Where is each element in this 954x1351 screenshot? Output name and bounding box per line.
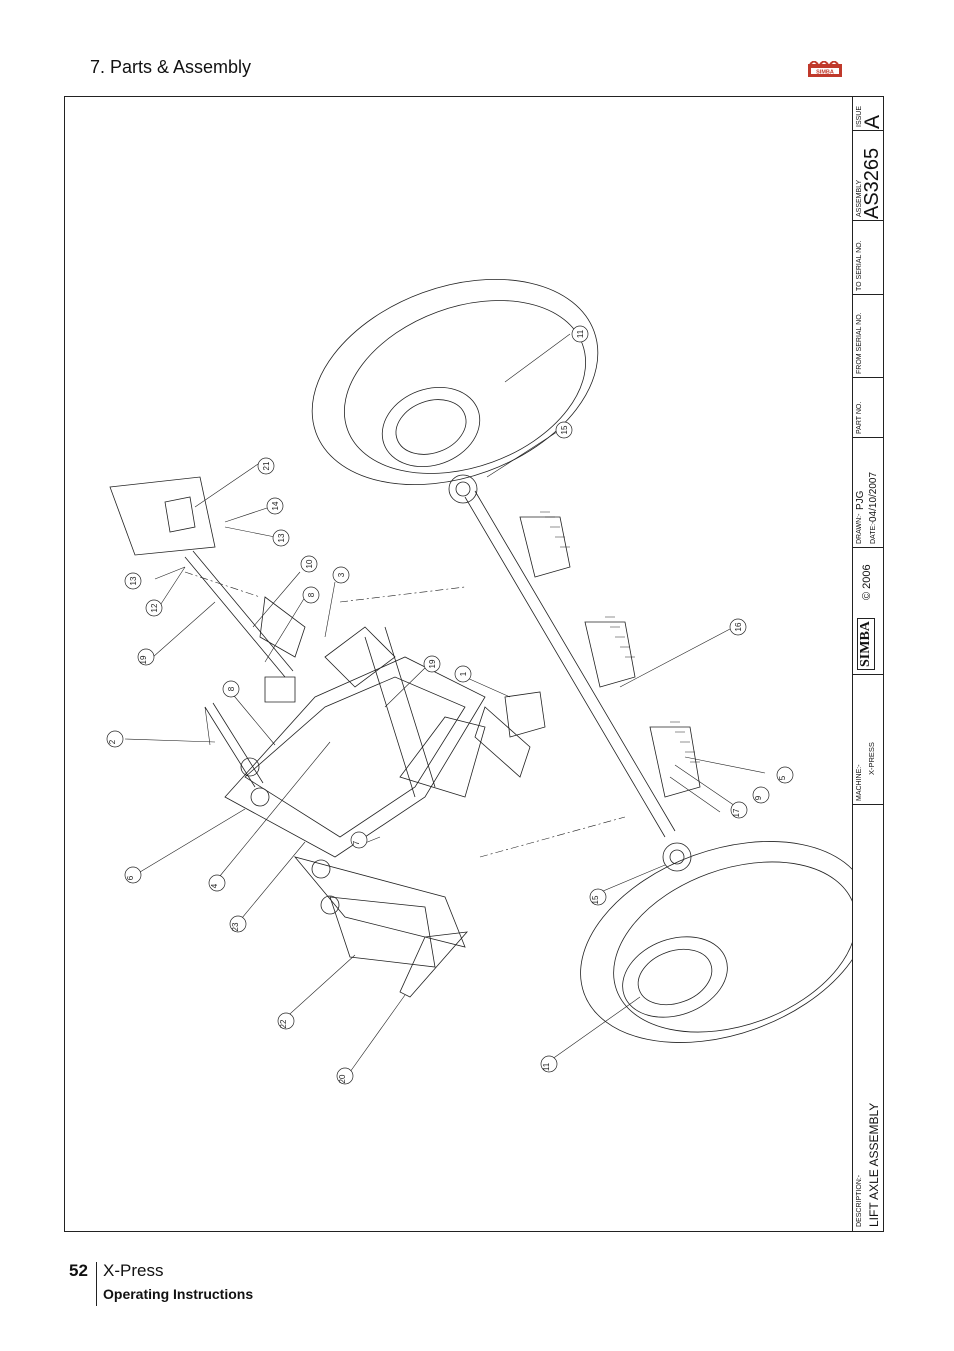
to-serial-label: TO SERIAL NO. [856,240,863,291]
svg-text:19: 19 [428,659,437,668]
callout-6: 6 [124,866,142,884]
svg-text:3: 3 [337,572,346,577]
svg-text:2: 2 [108,739,117,744]
svg-text:15: 15 [560,425,569,434]
svg-text:1: 1 [459,671,468,676]
svg-text:20: 20 [338,1074,347,1083]
callout-1: 1 [454,665,472,683]
svg-text:5: 5 [778,775,787,780]
callout-15b: 15 [589,888,607,906]
brand-mark: SIMBA [857,618,875,670]
callout-8a: 8 [302,586,320,604]
callout-11b: 11 [540,1055,558,1073]
svg-text:8: 8 [307,592,316,597]
logo-text: SIMBA [816,69,834,75]
product-name: X-Press [103,1261,164,1280]
svg-text:13: 13 [277,533,286,542]
callout-15a: 15 [555,421,573,439]
svg-text:12: 12 [150,603,159,612]
callout-19: 19 [137,648,155,666]
callout-2: 2 [106,730,124,748]
callouts: 11 15 21 14 13 13 12 19 10 8 3 19 1 8 2 … [106,325,794,1085]
issue-value: A [861,114,884,129]
callout-10: 10 [300,555,318,573]
part-no-label: PART NO. [856,401,863,434]
machine-value: X-PRESS [867,742,876,775]
svg-text:21: 21 [262,461,271,470]
footer-divider [96,1262,97,1306]
from-serial-label: FROM SERIAL NO. [856,312,863,374]
callout-12: 12 [145,599,163,617]
date-value: 04/10/2007 [868,471,879,522]
simba-logo: SIMBA [808,61,842,77]
page-number: 52 [69,1261,88,1280]
drawn-label: DRAWN:- [856,513,863,544]
svg-text:16: 16 [734,622,743,631]
description-label: DESCRIPTION:- [856,1174,863,1227]
callout-9: 9 [752,786,770,804]
svg-text:22: 22 [279,1019,288,1028]
callout-21: 21 [257,457,275,475]
assembly-value: AS3265 [861,147,883,219]
exploded-assembly-drawing: 11 15 21 14 13 13 12 19 10 8 3 19 1 8 2 … [106,278,853,1085]
callout-20: 20 [336,1067,354,1085]
callout-8b: 8 [222,680,240,698]
callout-11a: 11 [571,325,589,343]
svg-text:17: 17 [732,808,741,817]
svg-text:4: 4 [210,883,219,888]
svg-text:10: 10 [305,559,314,568]
svg-text:11: 11 [542,1062,551,1071]
callout-23: 23 [229,915,247,933]
svg-text:23: 23 [231,922,240,931]
date-label: DATE:- [870,521,877,544]
machine-label: MACHINE:- [856,764,863,801]
plate-upper [109,476,216,556]
svg-text:19: 19 [139,655,148,664]
callout-18: 19 [423,655,441,673]
plate-lower [329,896,436,968]
svg-text:6: 6 [126,875,135,880]
upper-wheel [311,278,599,486]
callout-13b: 13 [124,572,142,590]
copyright: © 2006 [861,564,873,600]
description-value: LIFT AXLE ASSEMBLY [867,1102,881,1227]
callout-14: 14 [266,497,284,515]
svg-text:15: 15 [591,895,600,904]
drawing-frame: 11 15 21 14 13 13 12 19 10 8 3 19 1 8 2 … [64,96,884,1232]
svg-text:13: 13 [129,576,138,585]
callout-7: 7 [350,831,368,849]
svg-text:14: 14 [271,501,280,510]
title-block: ISSUE A ASSEMBLY AS3265 TO SERIAL NO. FR… [852,97,884,1231]
callout-3: 3 [332,566,350,584]
axle-tube [464,490,676,838]
callout-13a: 13 [272,529,290,547]
svg-text:9: 9 [754,795,763,800]
main-frame [204,596,531,948]
svg-text:8: 8 [227,686,236,691]
callout-16: 16 [729,618,747,636]
lower-wheel [580,841,853,1043]
svg-text:11: 11 [576,329,585,338]
callout-17: 17 [730,801,748,819]
callout-22: 22 [277,1012,295,1030]
section-title: 7. Parts & Assembly [90,57,252,77]
svg-text:7: 7 [352,840,361,845]
callout-4: 4 [208,874,226,892]
document-subtitle: Operating Instructions [103,1286,254,1302]
callout-5: 5 [776,766,794,784]
drawn-value: PJG [855,490,866,510]
